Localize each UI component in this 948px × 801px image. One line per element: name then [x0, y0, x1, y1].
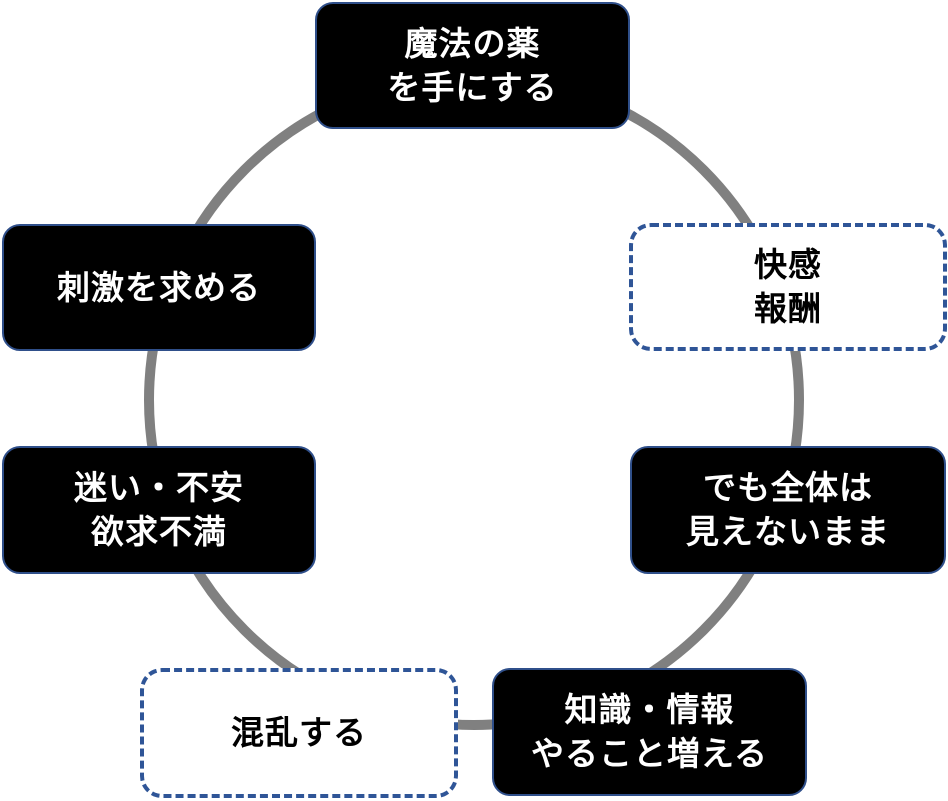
node-whole-unseen: でも全体は 見えないまま: [630, 446, 946, 574]
node-text-line: 魔法の薬: [404, 23, 541, 63]
node-knowledge-info: 知識・情報 やること増える: [492, 668, 807, 796]
node-seek-stimulus: 刺激を求める: [2, 224, 316, 351]
node-magic-medicine: 魔法の薬 を手にする: [315, 2, 630, 129]
node-text-line: 迷い・不安: [74, 468, 244, 507]
node-pleasure-reward: 快感 報酬: [629, 223, 947, 351]
node-text-line: を手にする: [387, 67, 558, 107]
node-text-line: 快感: [754, 245, 822, 284]
node-text-line: 混乱する: [231, 713, 367, 752]
node-confusion: 混乱する: [140, 668, 458, 798]
node-anxiety: 迷い・不安 欲求不満: [2, 446, 316, 574]
node-text-line: 刺激を求める: [57, 267, 261, 307]
cycle-circle: [144, 70, 804, 730]
node-text-line: 欲求不満: [91, 512, 227, 551]
node-text-line: やること増える: [530, 734, 768, 773]
node-text-line: 知識・情報: [564, 690, 735, 729]
node-text-line: 報酬: [754, 289, 822, 328]
node-text-line: 見えないまま: [686, 512, 890, 551]
node-text-line: でも全体は: [703, 468, 873, 507]
